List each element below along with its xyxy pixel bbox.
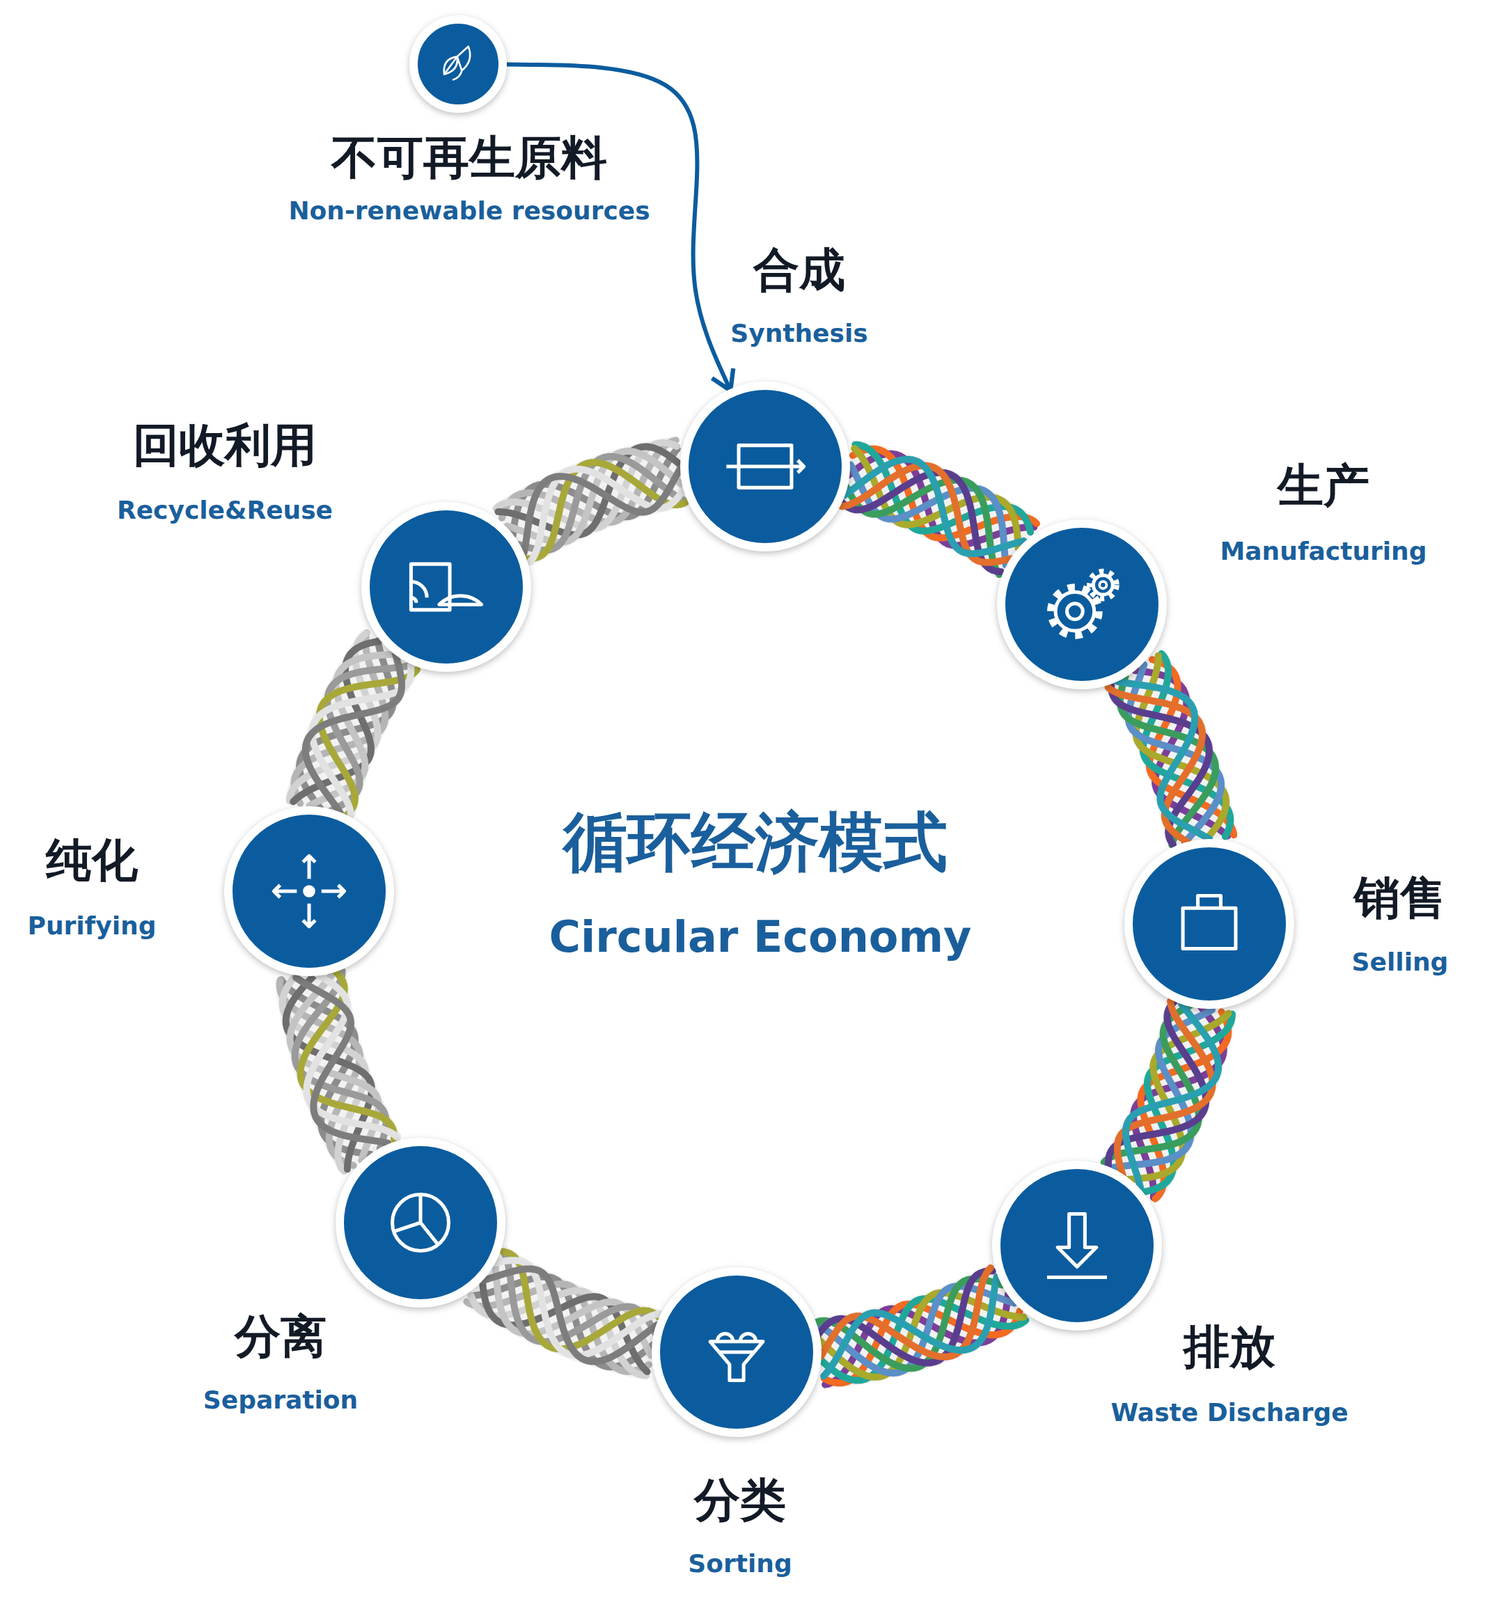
stage-icon bbox=[710, 1333, 764, 1380]
rope-strand bbox=[306, 974, 397, 1138]
stage-node: 合成Synthesis bbox=[680, 381, 851, 552]
rope-segment bbox=[815, 1267, 1026, 1385]
diagram-subtitle: Circular Economy bbox=[549, 912, 972, 962]
stage-name: 销售 bbox=[1354, 871, 1447, 925]
stage-circle bbox=[361, 501, 532, 672]
stage-label: Separation bbox=[203, 1385, 358, 1414]
rope-strand bbox=[1108, 687, 1203, 843]
stage-label: Selling bbox=[1352, 947, 1449, 977]
rope-strand bbox=[305, 653, 402, 814]
stage-name: 排放 bbox=[1183, 1320, 1276, 1374]
rope-strand bbox=[843, 459, 1025, 554]
stage-name: 生产 bbox=[1277, 459, 1370, 513]
stage-circle bbox=[684, 385, 846, 548]
stage-label: Waste Discharge bbox=[1110, 1397, 1348, 1427]
stage-icon bbox=[726, 445, 804, 489]
stage-icon bbox=[1051, 571, 1117, 635]
stage-node: 不可再生原料Non-renewable resources bbox=[409, 15, 507, 113]
stage-name: 分离 bbox=[234, 1310, 327, 1364]
stage-name: 合成 bbox=[753, 243, 846, 297]
rope-strand bbox=[1117, 681, 1210, 839]
rope-segment bbox=[466, 1251, 660, 1375]
stage-name: 纯化 bbox=[45, 834, 138, 887]
rope-segment bbox=[841, 444, 1037, 575]
stage-name: 回收利用 bbox=[132, 419, 317, 473]
rope-strand bbox=[482, 1268, 658, 1362]
stage-circle bbox=[365, 506, 528, 668]
stage-circle bbox=[655, 1271, 818, 1433]
rope-segment bbox=[496, 440, 686, 562]
stage-circle bbox=[651, 1267, 822, 1437]
stage-circle bbox=[409, 15, 507, 113]
rope-strand bbox=[823, 1276, 997, 1376]
stage-circle bbox=[1001, 523, 1163, 686]
rope-segment bbox=[1108, 653, 1235, 846]
stage-icon bbox=[392, 1194, 450, 1252]
stage-icon bbox=[1047, 1213, 1107, 1277]
stage-node: 分类Sorting bbox=[651, 1267, 822, 1437]
stage-name: 分类 bbox=[694, 1473, 787, 1527]
rope-strand bbox=[1125, 1003, 1219, 1189]
stage-circle bbox=[1128, 843, 1291, 1005]
stage-icon bbox=[273, 855, 344, 926]
stage-node: 排放Waste Discharge bbox=[992, 1160, 1162, 1331]
rope-segment bbox=[1104, 1001, 1233, 1199]
stage-label: Recycle&Reuse bbox=[116, 495, 333, 525]
stage-circle bbox=[1124, 838, 1295, 1009]
stage-circle bbox=[996, 519, 1167, 690]
stage-label: Purifying bbox=[27, 911, 157, 940]
flow-arrow bbox=[506, 64, 730, 390]
stage-circle bbox=[992, 1160, 1162, 1331]
stage-node: 回收利用Recycle&Reuse bbox=[361, 501, 532, 672]
stage-label: Sorting bbox=[687, 1549, 792, 1578]
rope-strand bbox=[529, 469, 684, 562]
stage-circle bbox=[413, 19, 503, 109]
stage-circle bbox=[339, 1141, 502, 1304]
stage-circle bbox=[680, 381, 851, 552]
rope-strand bbox=[1108, 1001, 1206, 1166]
stage-name: 不可再生原料 bbox=[331, 131, 608, 185]
stage-label: Manufacturing bbox=[1220, 536, 1428, 566]
stage-circle bbox=[335, 1137, 506, 1308]
stage-icon bbox=[444, 46, 471, 81]
stage-circle bbox=[224, 806, 395, 977]
stage-label: Synthesis bbox=[730, 318, 868, 348]
stage-node: 生产Manufacturing bbox=[996, 519, 1167, 690]
rope-segment bbox=[289, 632, 418, 816]
rope-strand bbox=[295, 977, 388, 1144]
stage-node: 纯化Purifying bbox=[224, 806, 395, 977]
stage-node: 分离Separation bbox=[335, 1137, 506, 1308]
stage-icon bbox=[410, 563, 482, 610]
stage-icon bbox=[1182, 896, 1236, 949]
rope-segment bbox=[279, 970, 398, 1172]
diagram-title: 循环经济模式 bbox=[563, 805, 948, 880]
rope-strand bbox=[524, 468, 681, 553]
stage-circle bbox=[996, 1164, 1158, 1327]
stage-label: Non-renewable resources bbox=[288, 196, 650, 225]
stage-circle bbox=[228, 810, 390, 972]
flow-arrow bbox=[506, 64, 730, 390]
stage-node: 销售Selling bbox=[1124, 838, 1295, 1009]
